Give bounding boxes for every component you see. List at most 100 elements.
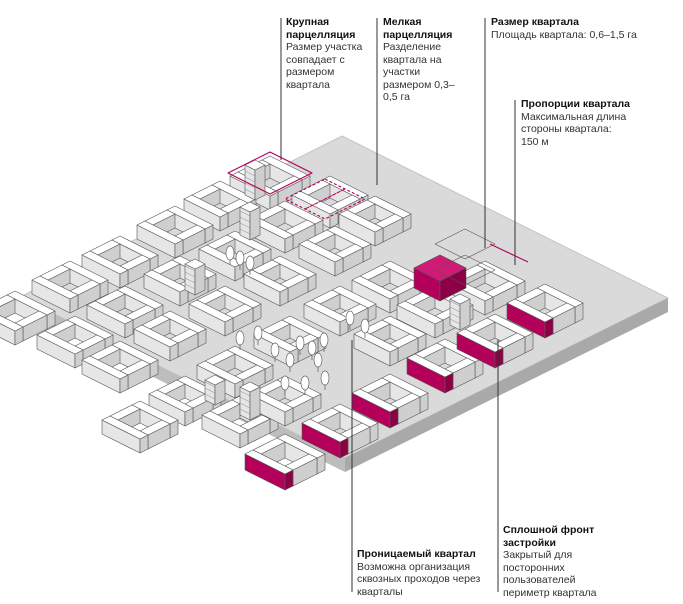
perimeter-block [301, 403, 379, 459]
tree-icon [319, 332, 329, 352]
building-roof [183, 194, 229, 218]
building-roof [81, 355, 129, 380]
tree-crown [235, 250, 245, 266]
perimeter-block [303, 285, 377, 337]
building-roof [204, 374, 226, 386]
building-wall-side [0, 298, 16, 321]
tower-floor-line [204, 381, 216, 388]
perimeter-block [351, 373, 429, 429]
tower-floor-line [184, 277, 196, 284]
tree-icon [313, 352, 323, 372]
building-wall-side [254, 164, 266, 201]
annotation-block-size: Размер квартала Площадь квартала: 0,6–1,… [491, 16, 641, 41]
tree-icon [245, 255, 255, 275]
annotation-small-parcel: Мелкая парцелляция Разделение квартала н… [383, 16, 465, 104]
building-roof [148, 389, 194, 413]
tower-building [204, 374, 226, 406]
proportion-arrow-line [489, 243, 529, 263]
annotation-block-proportions-body: Максимальная длина стороны квартала: 150… [521, 110, 627, 148]
building-roof [0, 315, 24, 332]
tower-floor-line [449, 300, 461, 307]
building-roof [506, 298, 554, 323]
annotation-permeable-block-title: Проницаемый квартал [357, 548, 476, 560]
annotation-block-size-body: Площадь квартала: 0,6–1,5 га [491, 28, 637, 41]
building-roof [136, 220, 184, 245]
building-roof [0, 294, 16, 307]
tower-floor-line [239, 408, 251, 415]
building-roof [188, 299, 234, 323]
block-size-highlight [413, 254, 467, 302]
perimeter-block [31, 260, 109, 314]
perimeter-block [101, 400, 179, 454]
tower-floor-line [204, 387, 216, 394]
tree-crown [253, 325, 263, 341]
tower-floor-line [244, 170, 256, 177]
perimeter-block [406, 338, 484, 394]
building-roof [351, 388, 399, 413]
tower-floor-line [449, 318, 461, 325]
building-wall-side [249, 206, 261, 241]
building-wall-side [459, 298, 471, 331]
building-roof [196, 360, 244, 385]
annotation-permeable-block: Проницаемый квартал Возможна организация… [357, 548, 487, 598]
tree-crown [285, 352, 295, 368]
tower-floor-line [239, 216, 251, 223]
building-roof [351, 275, 399, 300]
tower-floor-line [184, 283, 196, 290]
tree-crown [245, 255, 255, 271]
building-roof [239, 381, 261, 393]
perimeter-block [81, 235, 159, 289]
tower-floor-line [184, 265, 196, 272]
perimeter-block [0, 290, 56, 346]
building-roof [303, 299, 349, 323]
building-roof [133, 324, 179, 348]
building-roof [396, 300, 444, 325]
building-roof [86, 300, 134, 325]
annotation-continuous-front-title: Сплошной фронт застройки [503, 524, 595, 549]
perimeter-block [506, 283, 584, 339]
perimeter-block [243, 255, 317, 307]
building-roof [338, 209, 384, 233]
tree-crown [235, 330, 245, 346]
building-roof [101, 415, 149, 440]
annotation-small-parcel-title: Мелкая парцелляция [383, 16, 453, 41]
perimeter-block [456, 313, 534, 369]
tree-icon [270, 342, 280, 362]
building-roof [449, 293, 471, 305]
tree-icon [320, 370, 330, 390]
tree-icon [253, 325, 263, 345]
perimeter-block [136, 205, 214, 259]
large-parcel-frame [227, 151, 313, 195]
annotation-continuous-front: Сплошной фронт застройки Закрытый для по… [503, 524, 613, 599]
annotation-large-parcel-body: Размер участка совпадает с размером квар… [286, 41, 363, 91]
perimeter-block [338, 195, 412, 247]
building-roof [36, 330, 84, 355]
tree-crown [225, 245, 235, 261]
tree-crown [280, 375, 290, 391]
building-roof [184, 258, 206, 270]
perimeter-block [133, 310, 207, 362]
proportion-arrow [489, 243, 529, 263]
annotation-permeable-block-body: Возможна организация сквозных проходов ч… [357, 560, 481, 598]
tree-icon [360, 318, 370, 338]
perimeter-block [196, 345, 274, 399]
tower-floor-line [244, 188, 256, 195]
tower-floor-line [239, 402, 251, 409]
building-roof [301, 418, 349, 443]
annotation-block-size-title: Размер квартала [491, 16, 579, 28]
tree-crown [270, 342, 280, 358]
highlight-roof [413, 254, 467, 282]
tower-floor-line [244, 176, 256, 183]
annotation-large-parcel-title: Крупная парцелляция [286, 16, 356, 41]
perimeter-block [148, 375, 222, 427]
perimeter-block [81, 340, 159, 394]
annotation-continuous-front-body: Закрытый для посторонних пользователей п… [503, 549, 597, 599]
tower-floor-line [239, 396, 251, 403]
building-roof [31, 275, 79, 300]
tower-building [239, 201, 261, 241]
tree-icon [345, 310, 355, 330]
perimeter-block [188, 285, 262, 337]
tree-icon [235, 330, 245, 350]
tree-crown [345, 310, 355, 326]
